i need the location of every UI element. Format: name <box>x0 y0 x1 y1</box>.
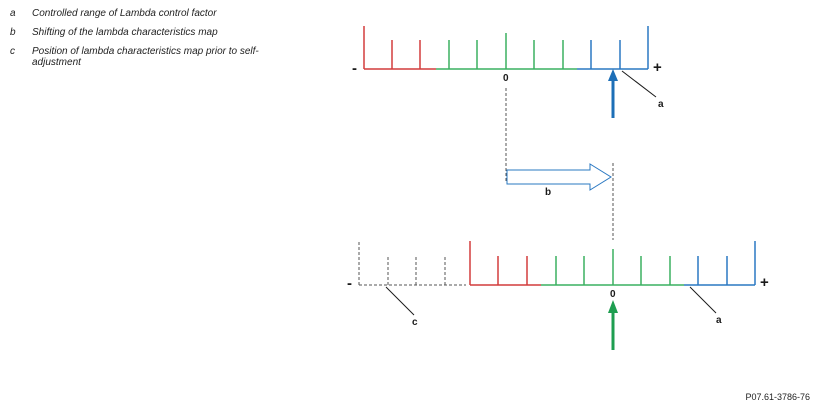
bottom-callout-c-line <box>385 286 415 316</box>
top-scale: - + 0 a <box>352 26 664 118</box>
bottom-position-arrow-icon <box>608 300 618 313</box>
bottom-callout-a: a <box>716 315 722 326</box>
top-position-arrow-icon <box>608 69 618 81</box>
bottom-minus-sign: - <box>347 275 352 292</box>
legend-text: Controlled range of Lambda control facto… <box>32 8 217 19</box>
shift-arrow-icon <box>506 163 612 191</box>
legend-key: c <box>10 46 15 57</box>
top-plus-sign: + <box>653 59 662 76</box>
legend-key: b <box>10 27 16 38</box>
bottom-zero-label: 0 <box>610 289 616 300</box>
figure-reference: P07.61-3786-76 <box>745 392 810 402</box>
legend-key: a <box>10 8 16 19</box>
shift-indicator: b <box>505 88 614 240</box>
top-zero-label: 0 <box>503 73 509 84</box>
top-callout-a: a <box>658 99 664 110</box>
shift-callout-b: b <box>545 187 551 198</box>
bottom-callout-a-line <box>689 286 717 314</box>
top-callout-line <box>621 70 657 98</box>
legend-text: Shifting of the lambda characteristics m… <box>32 27 218 38</box>
bottom-plus-sign: + <box>760 274 769 291</box>
bottom-callout-c: c <box>412 317 418 328</box>
legend-text: Position of lambda characteristics map p… <box>32 46 259 68</box>
top-minus-sign: - <box>352 60 357 77</box>
bottom-scale: - + 0 c a <box>347 241 769 350</box>
